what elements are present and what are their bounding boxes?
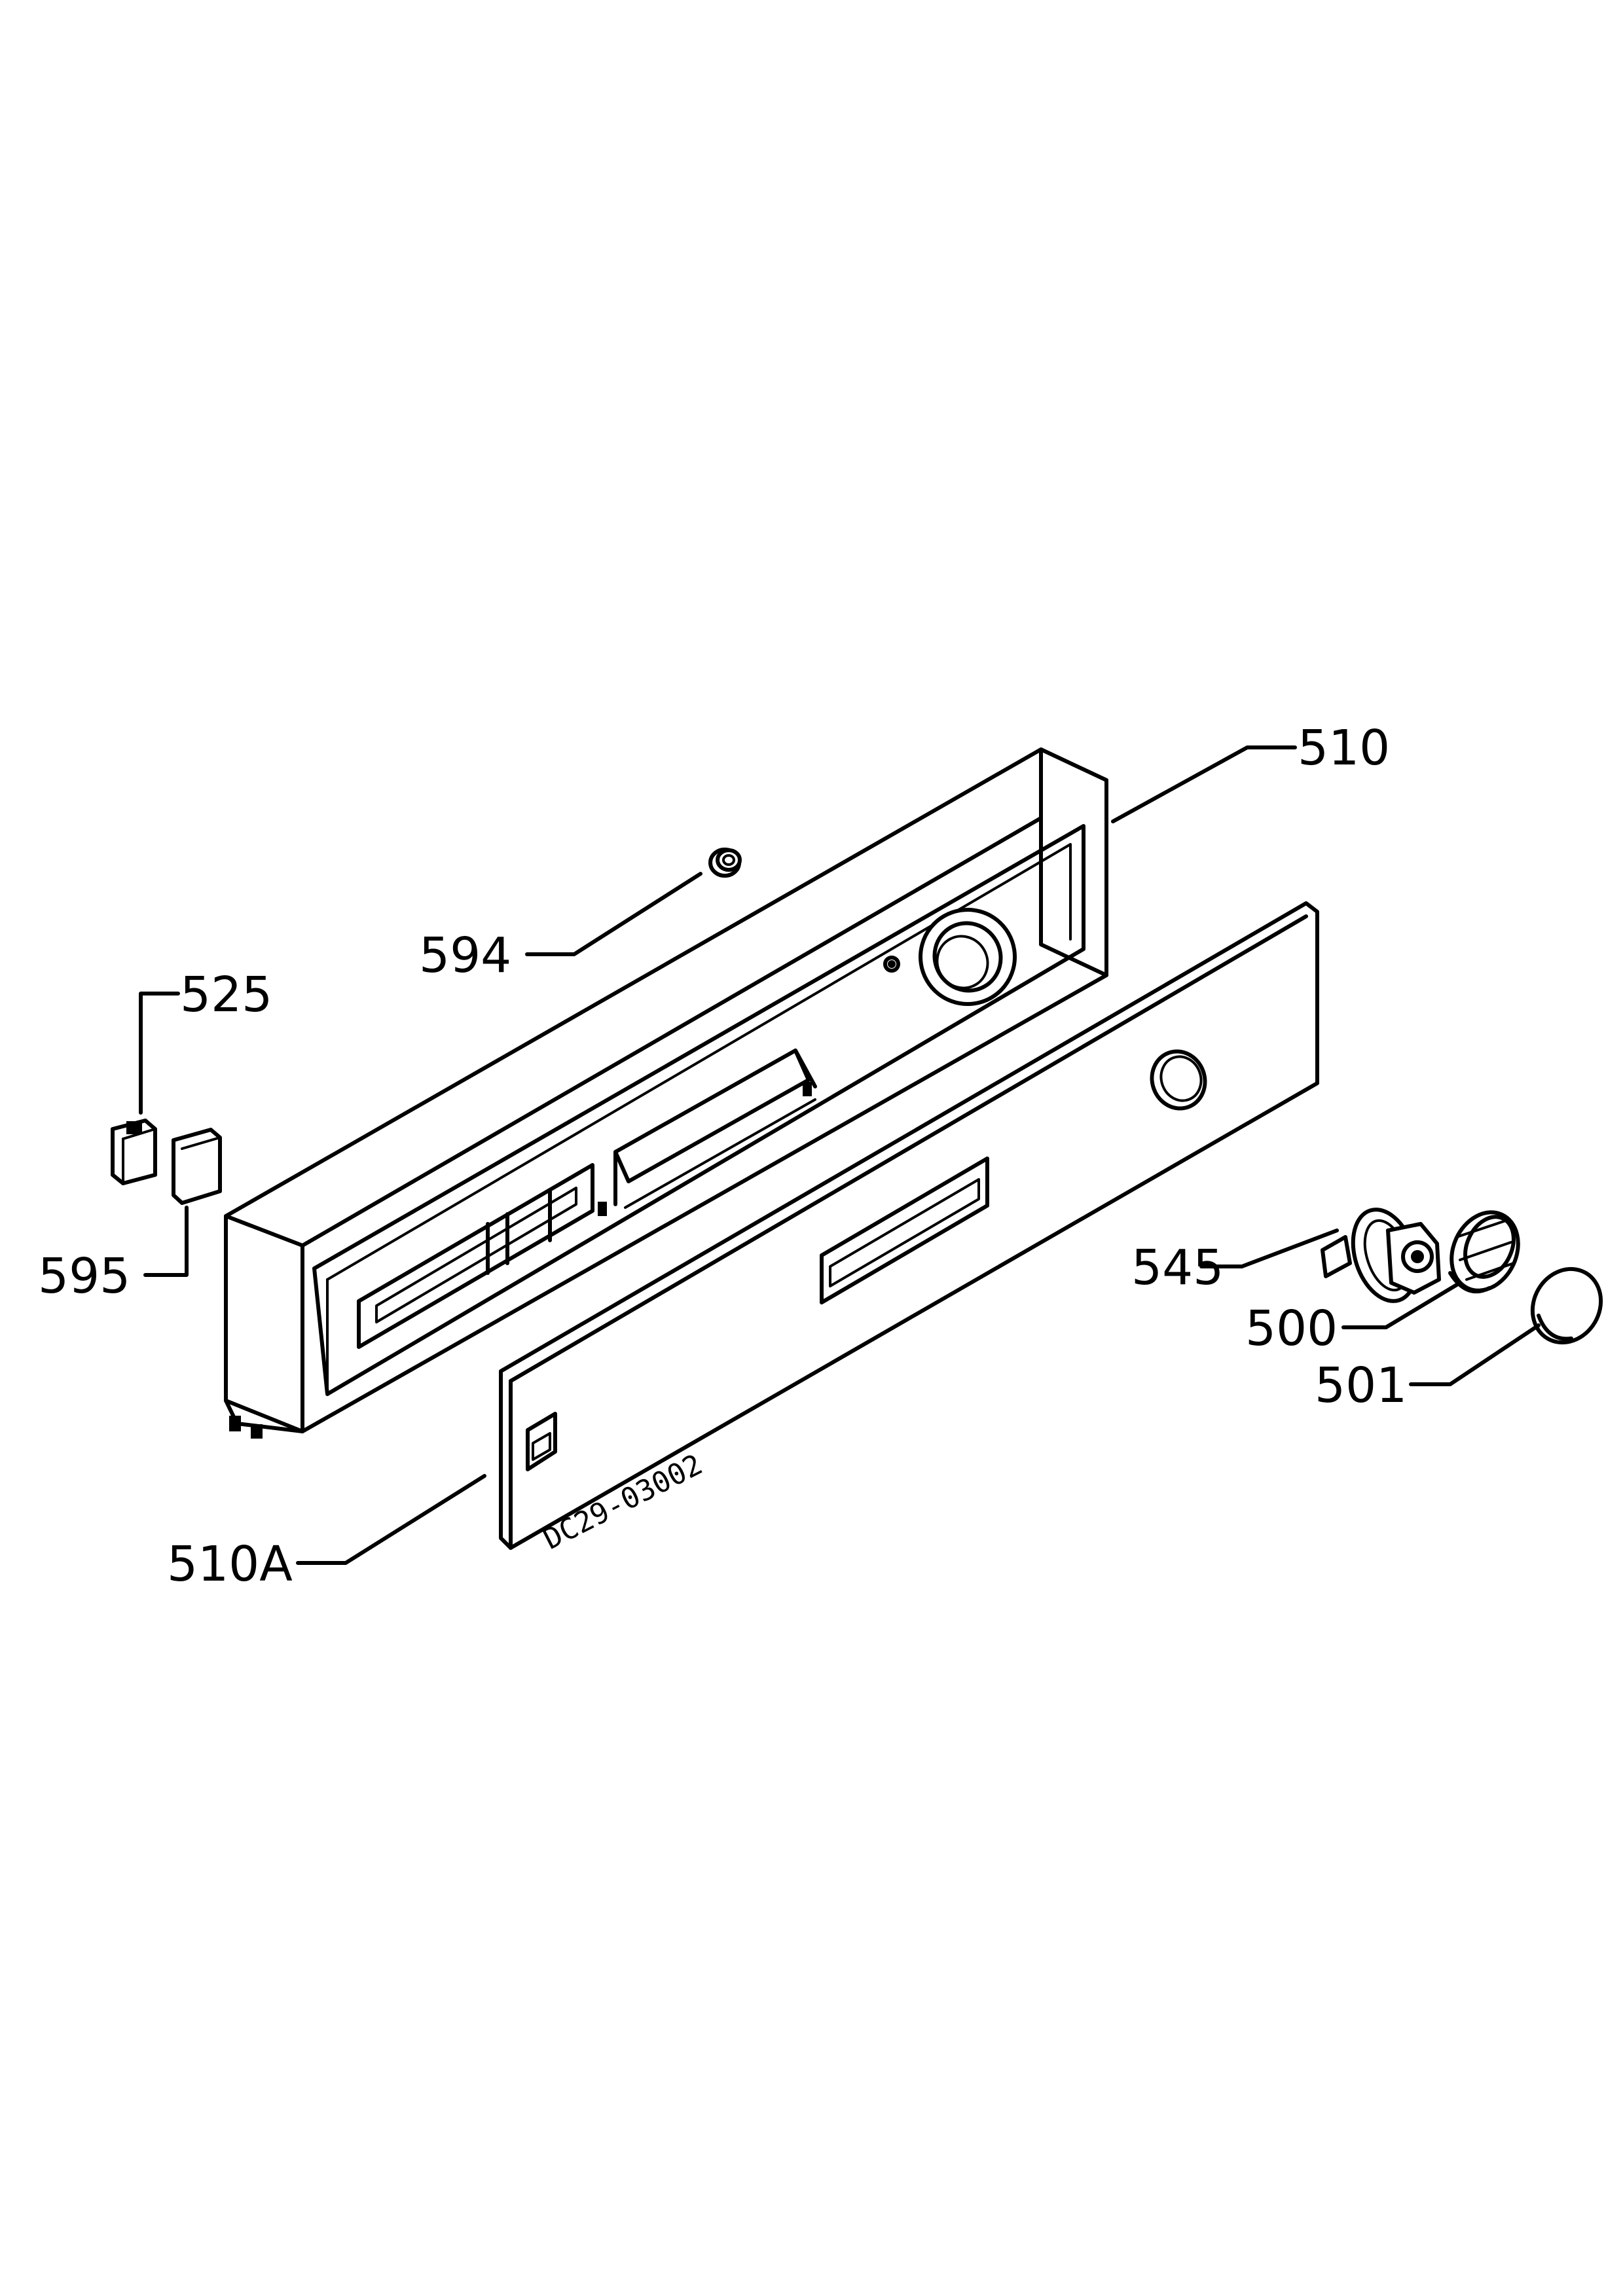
front-panel-fascia <box>499 901 1319 1550</box>
label-545: 545 <box>1131 1240 1224 1296</box>
label-595: 595 <box>38 1248 130 1304</box>
label-500: 500 <box>1245 1300 1338 1357</box>
control-knob-part <box>1448 1210 1520 1293</box>
nut-part <box>708 848 742 878</box>
label-525: 525 <box>180 967 272 1023</box>
control-panel-housing <box>224 747 1108 1439</box>
label-594: 594 <box>419 927 511 984</box>
label-510: 510 <box>1298 720 1390 776</box>
leader-lines <box>139 745 1541 1565</box>
knob-cap-part <box>1530 1266 1603 1345</box>
label-501: 501 <box>1315 1357 1407 1414</box>
switch-cap-part <box>172 1128 222 1205</box>
control-shaft-part <box>1321 1208 1441 1303</box>
label-510A: 510A <box>167 1536 293 1592</box>
switch-block-part <box>111 1119 157 1185</box>
